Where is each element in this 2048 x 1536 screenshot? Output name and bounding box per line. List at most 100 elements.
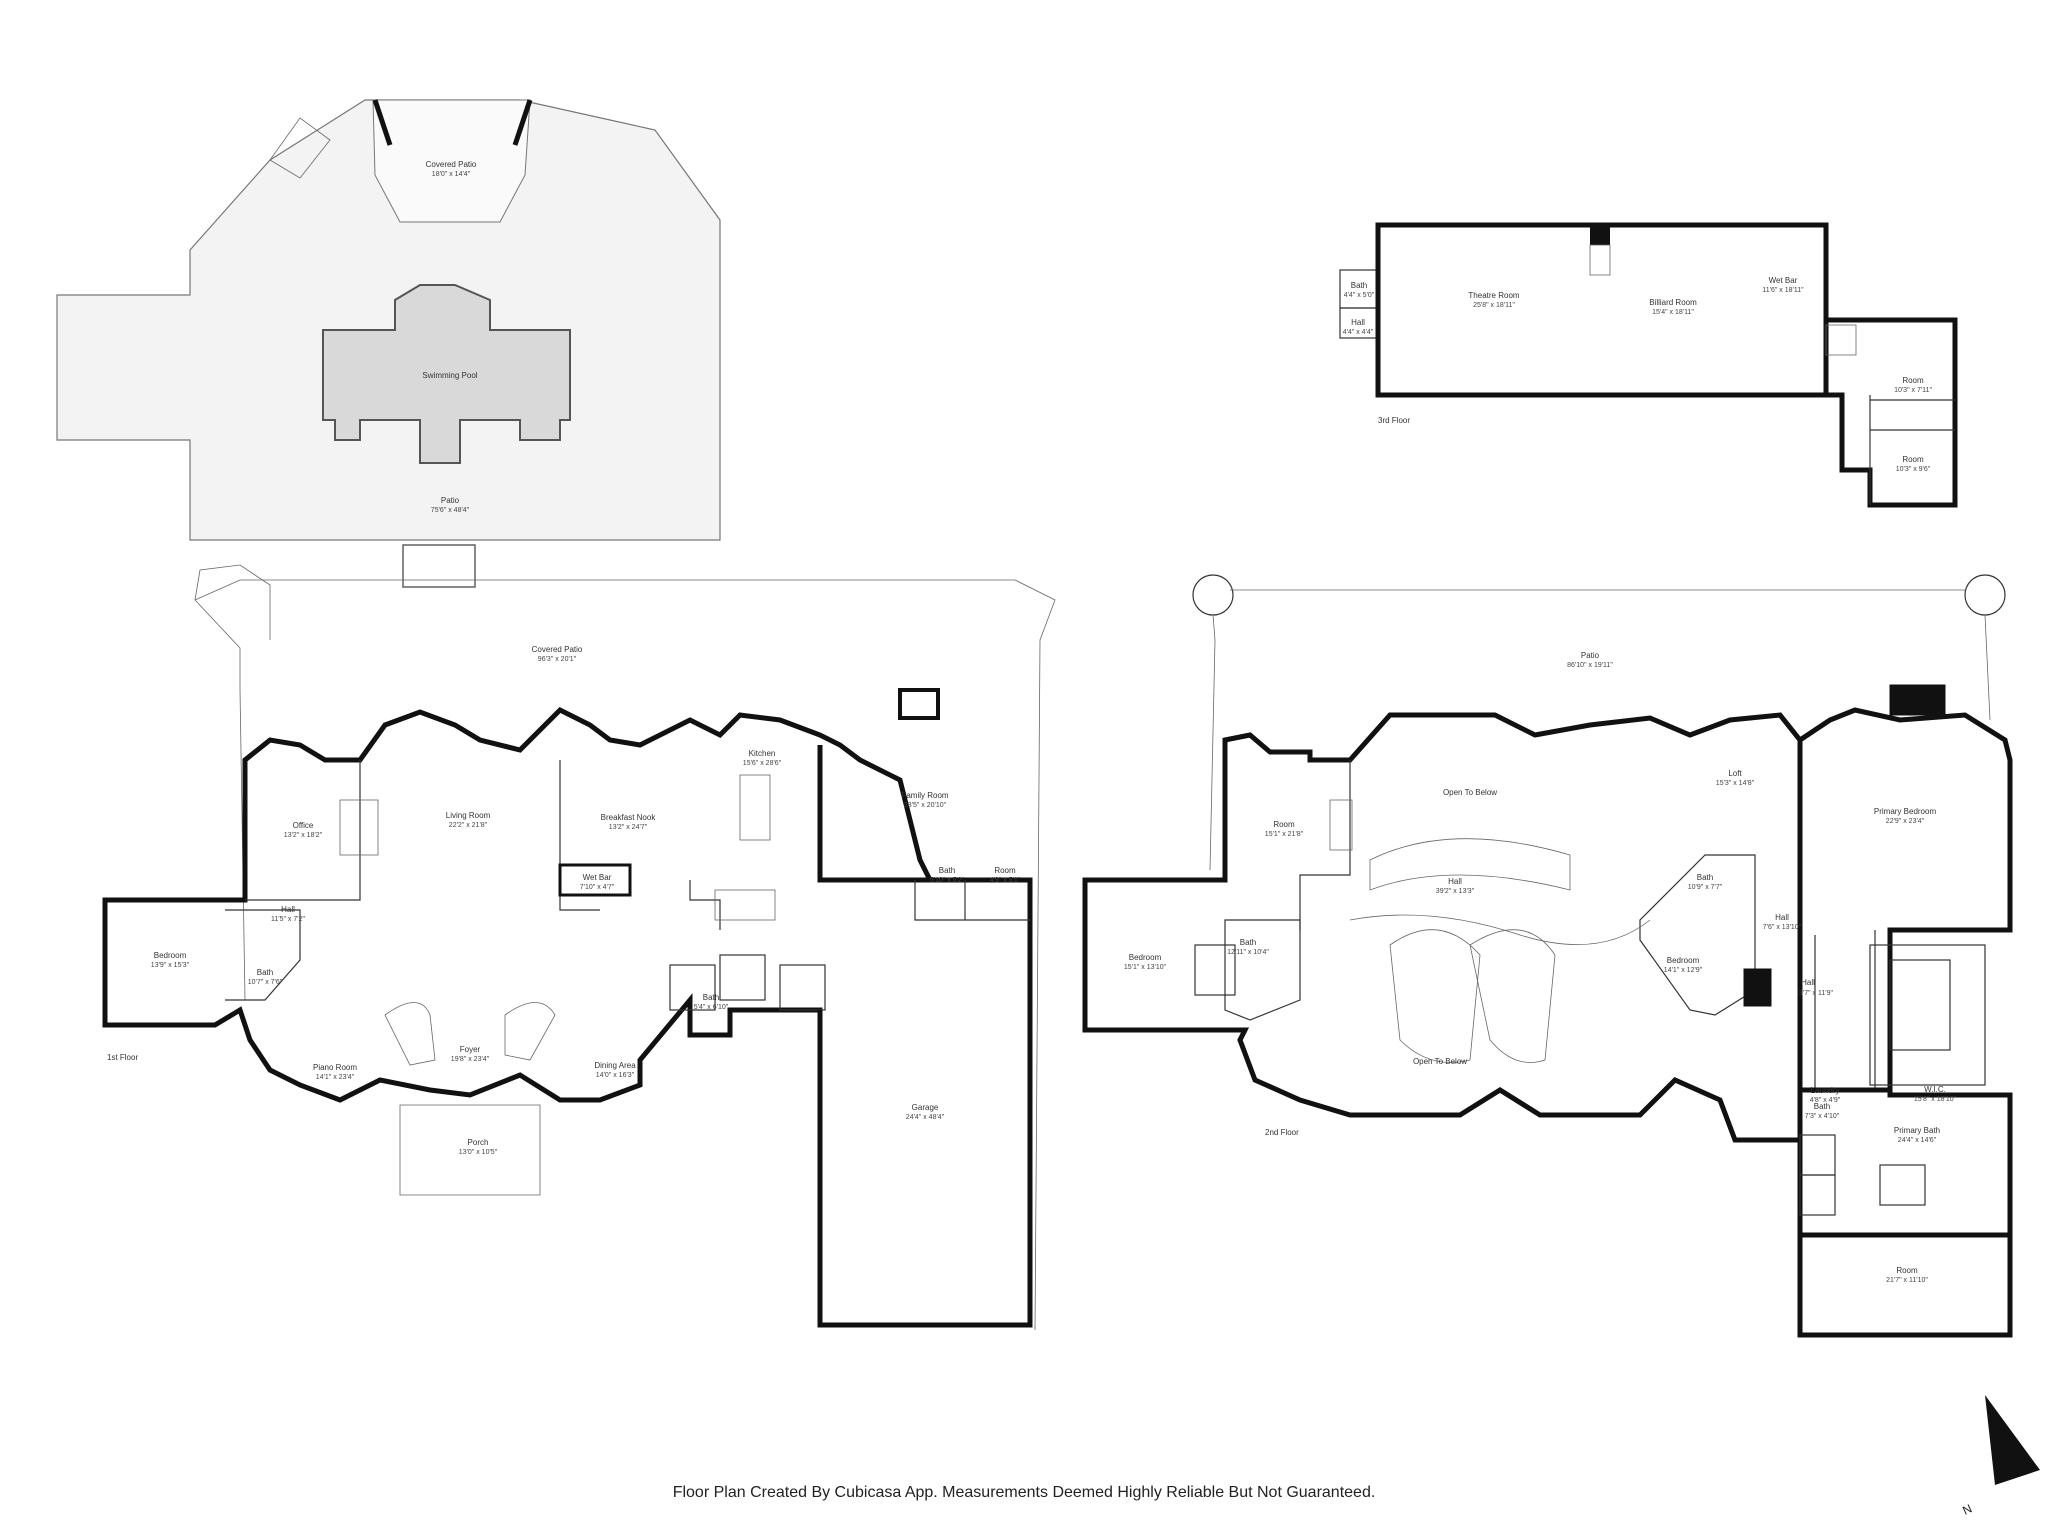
room-dim: 86'10" x 19'11": [1567, 662, 1613, 669]
room-labels: Covered Patio 18'0" x 14'4" Swimming Poo…: [107, 160, 1957, 1284]
room-name: Kitchen: [749, 749, 776, 758]
room-dim: 15'1" x 13'10": [1124, 964, 1167, 971]
room-name: Room: [1273, 820, 1295, 829]
room-name: Patio: [1581, 651, 1600, 660]
room-name: Room: [1902, 376, 1924, 385]
room-name: Dining Area: [594, 1061, 636, 1070]
room-name: Hall: [1448, 877, 1462, 886]
room-name: Room: [1902, 455, 1924, 464]
room-dim: 15'1" x 21'8": [1265, 831, 1304, 838]
room-name: Bedroom: [1667, 956, 1700, 965]
room-dim: 14'1" x 12'9": [1664, 967, 1703, 974]
room-name: Wet Bar: [1769, 276, 1798, 285]
room-name: Covered Patio: [532, 645, 583, 654]
room-dim: 11'6" x 18'11": [1762, 287, 1804, 294]
room-dim: 15'8" x 18'10": [1914, 1096, 1957, 1103]
room-dim: 12'11" x 10'4": [1227, 949, 1269, 956]
room-dim: 18'0" x 14'4": [432, 171, 471, 178]
room-name: Loft: [1728, 769, 1742, 778]
first-floor: [102, 564, 1056, 1331]
room-name: Office: [293, 821, 314, 830]
room-dim: 13'0" x 10'5": [459, 1149, 498, 1156]
floor-label: 3rd Floor: [1378, 416, 1410, 425]
room-name: Bedroom: [1129, 953, 1162, 962]
floor-label: 2nd Floor: [1265, 1128, 1299, 1137]
footer-disclaimer: Floor Plan Created By Cubicasa App. Meas…: [672, 1484, 1376, 1501]
room-name: Swimming Pool: [422, 371, 477, 380]
room-name: Bedroom: [154, 951, 187, 960]
room-dim: 24'4" x 14'6": [1898, 1137, 1937, 1144]
room-name: Bath: [703, 993, 719, 1002]
room-dim: 5'10" x 5'2": [930, 877, 965, 884]
room-name: Bath: [1814, 1102, 1830, 1111]
room-dim: 22'9" x 23'4": [1886, 818, 1925, 825]
room-name: Room: [1896, 1266, 1918, 1275]
room-name: Bath: [1240, 938, 1256, 947]
room-name: Breakfast Nook: [601, 813, 657, 822]
room-dim: 15'6" x 28'6": [743, 760, 782, 767]
room-name: Open To Below: [1443, 788, 1497, 797]
room-dim: 7'10" x 4'7": [580, 884, 615, 891]
room-name: Living Room: [446, 811, 491, 820]
room-name: Laundry: [1811, 1086, 1840, 1095]
room-dim: 22'2" x 21'8": [449, 822, 488, 829]
room-name: Billiard Room: [1649, 298, 1697, 307]
room-name: Patio: [441, 496, 460, 505]
room-dim: 15'3" x 14'8": [1716, 780, 1755, 787]
room-dim: 3'7" x 11'9": [1799, 990, 1833, 997]
room-dim: 96'3" x 20'1": [538, 656, 577, 663]
room-dim: 25'8" x 18'11": [1473, 302, 1515, 309]
room-dim: 10'3" x 9'6": [1896, 466, 1931, 473]
room-dim: 19'8" x 23'4": [451, 1056, 490, 1063]
room-name: Hall: [281, 905, 295, 914]
room-name: Bath: [1697, 873, 1713, 882]
room-name: Piano Room: [313, 1063, 357, 1072]
room-name: Garage: [912, 1103, 939, 1112]
room-name: Hall: [1351, 318, 1365, 327]
swimming-pool: [322, 284, 571, 464]
room-name: Hall: [1801, 978, 1815, 987]
compass-letter: N: [1960, 1501, 1974, 1517]
room-name: Open To Below: [1413, 1057, 1467, 1066]
room-dim: 10'7" x 7'6": [248, 979, 283, 986]
room-name: Bath: [1351, 281, 1367, 290]
room-name: Bath: [257, 968, 273, 977]
room-dim: 7'6" x 13'10": [1763, 924, 1802, 931]
third-floor: [1339, 222, 1958, 508]
room-dim: 4'4" x 5'0": [1344, 292, 1375, 299]
room-dim: 5'4" x 6'10": [694, 1004, 729, 1011]
room-dim: 13'2" x 18'2": [284, 832, 323, 839]
room-name: W.I.C.: [1924, 1085, 1946, 1094]
room-name: Family Room: [901, 791, 948, 800]
room-dim: 21'7" x 11'10": [1886, 1277, 1928, 1284]
room-dim: 13'9" x 15'3": [151, 962, 190, 969]
room-dim: 14'1" x 23'4": [316, 1074, 355, 1081]
floor-label: 1st Floor: [107, 1053, 138, 1062]
outdoor-area: [56, 99, 721, 588]
room-dim: 39'2" x 13'3": [1436, 888, 1475, 895]
room-name: Theatre Room: [1468, 291, 1519, 300]
room-name: Wet Bar: [583, 873, 612, 882]
room-dim: 14'0" x 16'3": [596, 1072, 635, 1079]
room-name: Bath: [939, 866, 955, 875]
room-dim: 13'2" x 24'7": [609, 824, 648, 831]
room-name: Hall: [1775, 913, 1789, 922]
room-dim: 10'3" x 7'11": [1894, 387, 1932, 394]
room-dim: 10'9" x 7'7": [1688, 884, 1723, 891]
room-dim: 11'5" x 7'2": [271, 916, 305, 923]
room-name: Primary Bath: [1894, 1126, 1940, 1135]
room-dim: 15'4" x 18'11": [1652, 309, 1694, 316]
room-dim: 23'5" x 20'10": [904, 802, 947, 809]
room-dim: 4'9" x 5'1": [990, 877, 1021, 884]
room-dim: 4'8" x 4'9": [1810, 1097, 1841, 1104]
room-dim: 4'4" x 4'4": [1343, 329, 1374, 336]
room-name: Primary Bedroom: [1874, 807, 1937, 816]
room-name: Porch: [468, 1138, 489, 1147]
room-name: Covered Patio: [426, 160, 477, 169]
room-dim: 24'4" x 48'4": [906, 1114, 945, 1121]
second-floor: [1082, 574, 2013, 1338]
room-dim: 7'3" x 4'10": [1805, 1113, 1840, 1120]
room-dim: 75'6" x 48'4": [431, 507, 470, 514]
room-name: Foyer: [460, 1045, 481, 1054]
